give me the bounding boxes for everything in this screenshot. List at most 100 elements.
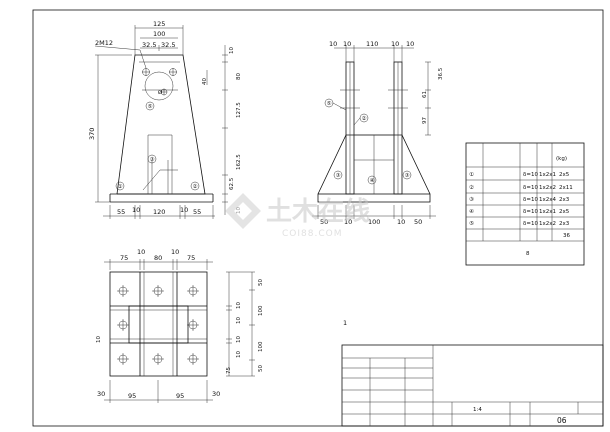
side-dim-bottom-50-right: 50: [414, 218, 422, 226]
bolt-hole-label: Ø: [158, 89, 163, 96]
dim-top-32-5-a: 32.5: [142, 41, 156, 49]
dim-right-40: 40: [202, 78, 208, 85]
scale-value: 1:4: [473, 407, 482, 413]
table-footer: 8: [526, 251, 530, 257]
svg-text:1x2x2: 1x2x2: [539, 185, 556, 191]
material-table: (kg) ① δ=10 1x2x1 2x5 ② δ=10 1x2x2 2x11 …: [465, 142, 585, 266]
side-dim-right-61: 61: [422, 91, 428, 98]
watermark-url: COI88.COM: [282, 229, 342, 239]
plan-dim-top-10-right: 10: [171, 248, 179, 256]
svg-text:④: ④: [469, 209, 474, 215]
plan-dim-right-outer-50-bottom: 50: [258, 365, 264, 372]
svg-text:1x2x1: 1x2x1: [539, 172, 556, 178]
dim-right-162-5: 162.5: [236, 154, 242, 170]
dim-bottom-10-left: 10: [132, 206, 140, 214]
dim-bottom-120: 120: [153, 208, 165, 216]
bolt-spec-label: 2M12: [95, 39, 113, 47]
side-dim-bottom-100: 100: [368, 218, 380, 226]
side-part-3-left-label: ③: [336, 173, 341, 179]
title-block: 1:4 06: [341, 344, 604, 427]
sheet-number: 06: [557, 416, 567, 425]
dim-right-127-5: 127.5: [236, 102, 242, 118]
elevation-view: ① ② ③ ⑤ Ø 2M12 125 100 32.5 32.5 10 40 8…: [88, 20, 242, 219]
side-part-2-label: ②: [362, 115, 367, 122]
side-dim-right-36-5: 36.5: [438, 67, 444, 80]
side-dim-top-110: 110: [366, 40, 378, 48]
plan-dim-right-inner-10-b: 10: [236, 317, 242, 324]
part-2-label: ②: [193, 183, 198, 190]
plan-dim-right-inner-10-a: 10: [236, 302, 242, 309]
side-dim-bottom-10-right: 10: [397, 218, 405, 226]
plan-dim-top-75-left: 75: [120, 254, 128, 262]
svg-text:①: ①: [469, 172, 474, 178]
note-label: 1: [343, 319, 347, 327]
side-dim-right-97: 97: [422, 117, 428, 124]
svg-text:δ=10: δ=10: [523, 209, 538, 215]
part-1-label: ①: [118, 184, 123, 190]
table-row: ③ δ=10 1x2x4 2x3: [469, 197, 570, 203]
plan-view: 75 10 80 10 75 50 100 100 50 10 10 10 10…: [96, 248, 264, 403]
plan-dim-top-80: 80: [154, 254, 162, 262]
svg-text:2x5: 2x5: [559, 209, 570, 215]
plan-dim-bottom-95-left: 95: [128, 392, 136, 400]
plan-dim-top-10-left: 10: [137, 248, 145, 256]
plan-dim-bottom-30-left: 30: [97, 390, 105, 398]
dim-left-370: 370: [88, 128, 96, 140]
watermark-logo-icon: [225, 193, 261, 229]
svg-text:⑤: ⑤: [469, 221, 474, 227]
table-row: ④ δ=10 1x2x1 2x5: [469, 209, 570, 215]
watermark: 土木在线 COI88.COM: [225, 193, 370, 239]
watermark-text: 土木在线: [266, 197, 370, 227]
svg-text:②: ②: [469, 184, 474, 191]
svg-text:1x2x1: 1x2x1: [539, 209, 556, 215]
plan-dim-bottom-30-right: 30: [212, 390, 220, 398]
side-part-3-right-label: ③: [405, 173, 410, 179]
table-row: ② δ=10 1x2x2 2x11: [469, 184, 573, 191]
svg-text:2x11: 2x11: [559, 185, 573, 191]
plan-dim-right-outer-100-b: 100: [258, 341, 264, 352]
svg-text:δ=10: δ=10: [523, 197, 538, 203]
side-dim-top-10-d: 10: [406, 40, 414, 48]
table-row: ⑤ δ=10 1x2x2 2x3: [469, 221, 570, 227]
svg-text:③: ③: [469, 197, 474, 203]
dim-right-62-5: 62.5: [229, 177, 235, 190]
svg-text:δ=10: δ=10: [523, 172, 538, 178]
sheet-border: [32, 9, 604, 427]
side-dim-top-10-a: 10: [329, 40, 337, 48]
svg-text:δ=10: δ=10: [523, 221, 538, 227]
side-dim-bottom-50-left: 50: [320, 218, 328, 226]
dim-bottom-55-left: 55: [117, 208, 125, 216]
dim-right-80: 80: [236, 73, 242, 80]
svg-text:2x3: 2x3: [559, 221, 570, 227]
dim-bottom-10-right: 10: [180, 206, 188, 214]
part-5-label: ⑤: [148, 104, 153, 110]
plan-dim-left-10: 10: [96, 336, 102, 343]
plan-dim-right-outer-50-top: 50: [258, 279, 264, 286]
side-dim-top-10-b: 10: [343, 40, 351, 48]
table-row: ① δ=10 1x2x1 2x5: [469, 172, 570, 178]
plan-dim-right-inner-75: 75: [226, 367, 232, 374]
plan-dim-right-inner-10-d: 10: [236, 351, 242, 358]
dim-top-100: 100: [153, 30, 165, 38]
svg-text:1x2x4: 1x2x4: [539, 197, 557, 203]
dim-top-32-5-b: 32.5: [161, 41, 175, 49]
table-unit-header: (kg): [556, 156, 567, 162]
plan-dim-bottom-95-right: 95: [176, 392, 184, 400]
side-part-4-label: ④: [370, 178, 375, 184]
plan-dim-top-75-right: 75: [187, 254, 195, 262]
part-3-label: ③: [150, 157, 155, 163]
plan-dim-right-inner-10-c: 10: [236, 336, 242, 343]
side-part-5-label: ⑤: [327, 101, 332, 107]
dim-right-10-top: 10: [229, 47, 235, 54]
side-dim-bottom-10-left: 10: [344, 218, 352, 226]
svg-text:δ=10: δ=10: [523, 185, 538, 191]
side-view: ② ③ ④ ③ ⑤ 10 10 110 10 10 36.5 61 97 50 …: [312, 40, 444, 226]
svg-text:2x5: 2x5: [559, 172, 570, 178]
table-total: 36: [563, 233, 570, 239]
side-dim-top-10-c: 10: [391, 40, 399, 48]
dim-top-125: 125: [153, 20, 165, 28]
svg-text:2x3: 2x3: [559, 197, 570, 203]
dim-bottom-55-right: 55: [193, 208, 201, 216]
plan-dim-right-outer-100-a: 100: [258, 305, 264, 316]
svg-text:1x2x2: 1x2x2: [539, 221, 556, 227]
